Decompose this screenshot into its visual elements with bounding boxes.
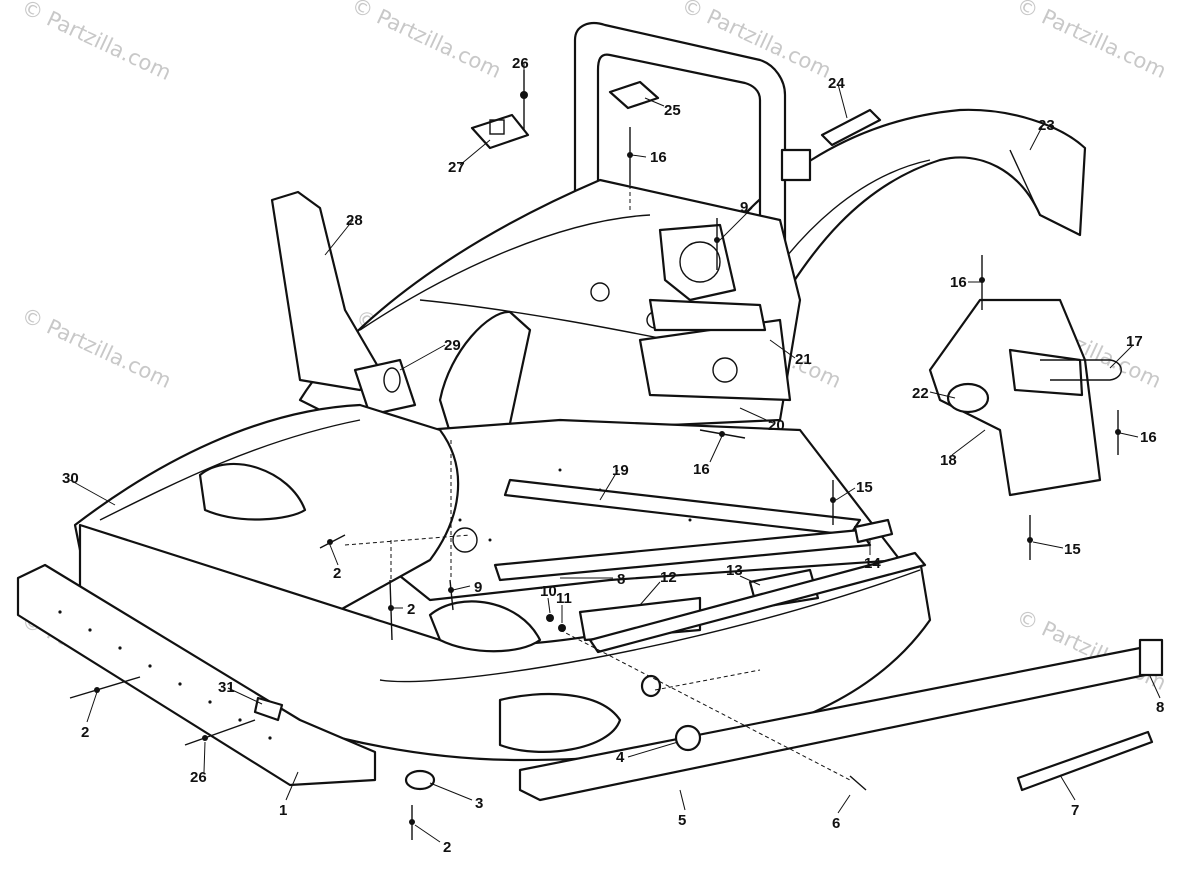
callout-26: 26	[190, 769, 207, 786]
hood-scoop	[198, 462, 307, 521]
watermark: © Partzilla.com	[18, 0, 175, 85]
callout-15: 15	[856, 479, 873, 496]
assembly-lines	[344, 185, 851, 781]
callout-15: 15	[1064, 541, 1081, 558]
steering-mount	[658, 223, 737, 302]
callout-17: 17	[1126, 333, 1143, 350]
callout-labels: 1 2 2 2 2 3 4 5 6 7 8 8 9 9 10 11 12 13 …	[62, 55, 1164, 856]
seat-hinge-block	[1008, 348, 1084, 397]
callout-3: 3	[475, 795, 483, 812]
callout-12: 12	[660, 569, 677, 586]
handle-loop	[573, 22, 787, 242]
hood-scoop-lower	[428, 600, 542, 653]
callout-29: 29	[444, 337, 461, 354]
bumper-end-cap	[1138, 638, 1164, 677]
callout-21: 21	[795, 351, 812, 368]
callout-1: 1	[279, 802, 287, 819]
grommet	[404, 769, 436, 791]
front-frame-upright	[270, 190, 382, 392]
callout-18: 18	[940, 452, 957, 469]
headlight-recess	[498, 692, 622, 753]
rivet-10	[546, 614, 554, 622]
callout-16: 16	[693, 461, 710, 478]
loop-bracket	[780, 148, 812, 182]
watermark: © Partzilla.com	[348, 0, 505, 83]
callout-7: 7	[1071, 802, 1079, 819]
callout-31: 31	[218, 679, 235, 696]
callout-20: 20	[768, 417, 785, 434]
callout-2: 2	[81, 724, 89, 741]
callout-27: 27	[448, 159, 465, 176]
callout-22: 22	[912, 385, 929, 402]
right-body-edge	[588, 551, 927, 654]
watermark: © Partzilla.com	[1013, 0, 1170, 83]
callout-9: 9	[474, 579, 482, 596]
trim-strip	[1016, 730, 1154, 792]
callout-28: 28	[346, 212, 363, 229]
small-bracket	[853, 518, 894, 544]
front-bumper-holes	[58, 610, 272, 740]
callout-24: 24	[828, 75, 845, 92]
callout-4: 4	[616, 749, 625, 766]
callout-19: 19	[612, 462, 629, 479]
callout-13: 13	[726, 562, 743, 579]
headlight-lens	[674, 724, 702, 752]
callout-16: 16	[950, 274, 967, 291]
callout-2: 2	[407, 601, 415, 618]
parts-layer	[16, 22, 1164, 840]
front-bumper	[16, 563, 377, 787]
seat-handle-rod	[1040, 359, 1122, 381]
callout-16: 16	[650, 149, 667, 166]
tread-plate	[648, 298, 767, 332]
fasteners	[69, 70, 1121, 840]
callout-9: 9	[740, 199, 748, 216]
callout-10: 10	[540, 583, 557, 600]
seat-bracket-panel	[928, 298, 1102, 497]
callout-16: 16	[1140, 429, 1157, 446]
callout-14: 14	[864, 555, 881, 572]
warning-label	[820, 108, 882, 147]
callout-25: 25	[664, 102, 681, 119]
callout-23: 23	[1038, 117, 1055, 134]
callout-8: 8	[617, 571, 625, 588]
cover-plate	[608, 80, 660, 110]
callout-2: 2	[443, 839, 451, 856]
seat-latch	[946, 382, 990, 414]
callout-30: 30	[62, 470, 79, 487]
light-socket	[640, 674, 662, 698]
callout-5: 5	[678, 812, 686, 829]
callout-11: 11	[556, 590, 572, 607]
callout-6: 6	[832, 815, 840, 832]
leader-lines	[69, 62, 1161, 843]
callout-2: 2	[333, 565, 341, 582]
callout-26: 26	[512, 55, 529, 72]
callout-8: 8	[1156, 699, 1164, 716]
watermark: © Partzilla.com	[18, 303, 175, 393]
